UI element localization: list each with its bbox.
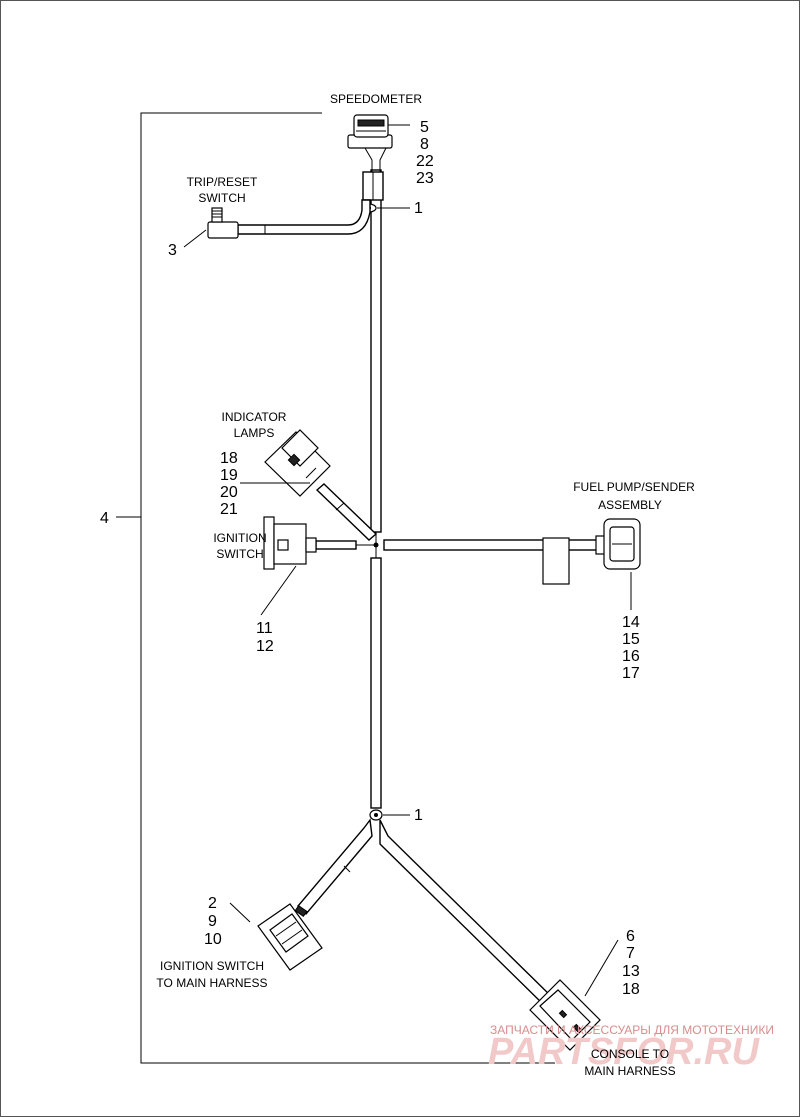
callout-console-3: 13 (622, 963, 640, 980)
label-trip-reset-2: SWITCH (198, 191, 245, 205)
label-console-1: CONSOLE TO (591, 1047, 669, 1061)
label-speedometer: SPEEDOMETER (330, 92, 422, 106)
ignition-switch-connector (263, 516, 317, 570)
trip-reset-switch (207, 207, 239, 239)
label-ign-main-1: IGNITION SWITCH (160, 959, 264, 973)
clip-bottom (369, 809, 383, 821)
ignition-branch-wire (315, 540, 357, 550)
callout-fuel-4: 17 (622, 665, 640, 682)
label-trip-reset-1: TRIP/RESET (187, 175, 258, 189)
callout-ign-main-2: 9 (208, 913, 217, 930)
fuel-pump-connector (595, 518, 641, 570)
callout-speedometer-3: 22 (416, 153, 434, 170)
callout-console-4: 18 (622, 981, 640, 998)
callout-fuel-1: 14 (622, 614, 640, 631)
watermark-logo: PARTSFOR.RU (488, 1031, 760, 1073)
callout-trip-reset: 3 (168, 242, 177, 259)
callout-speedometer-4: 23 (416, 170, 434, 187)
indicator-lamps-connector (264, 429, 331, 497)
main-trunk-lower (370, 557, 382, 809)
main-trunk-upper (370, 169, 382, 533)
callout-console-2: 7 (626, 945, 635, 962)
callout-clip-top: 1 (414, 200, 423, 217)
callout-indicator-2: 19 (220, 467, 238, 484)
ignition-main-connector (257, 903, 323, 971)
callout-ignition-1: 11 (256, 620, 273, 637)
label-ign-main-2: TO MAIN HARNESS (156, 976, 267, 990)
watermark-text: ЗАПЧАСТИ И АКСЕССУАРЫ ДЛЯ МОТОТЕХНИКИ (490, 1023, 774, 1037)
callout-fuel-2: 15 (622, 631, 640, 648)
callout-indicator-1: 18 (220, 450, 238, 467)
callout-harness: 4 (100, 510, 109, 527)
harness-bracket-line (140, 112, 555, 1064)
harness-junction (373, 542, 379, 548)
callout-console-1: 6 (626, 928, 635, 945)
callout-speedometer-1: 5 (420, 119, 429, 136)
callout-speedometer-2: 8 (420, 136, 429, 153)
label-console-2: MAIN HARNESS (584, 1064, 675, 1078)
ignition-main-branch-wire (297, 818, 373, 916)
console-branch-wire (379, 819, 556, 1009)
label-ignition-1: IGNITION (213, 531, 266, 545)
indicator-lamp-branch-wire (315, 483, 378, 541)
speedometer-connector (347, 114, 393, 149)
console-connector (529, 979, 601, 1051)
label-ignition-2: SWITCH (216, 547, 263, 561)
callout-ign-main-3: 10 (204, 931, 222, 948)
callout-clip-bottom: 1 (414, 807, 423, 824)
callout-indicator-4: 21 (220, 501, 238, 518)
callout-fuel-3: 16 (622, 648, 640, 665)
fuel-branch-tag (542, 537, 570, 585)
callout-ign-main-1: 2 (208, 895, 217, 912)
callout-ignition-2: 12 (256, 638, 274, 655)
trip-reset-branch-wire (237, 199, 371, 235)
label-fuel-2: ASSEMBLY (598, 498, 662, 512)
label-indicator-2: LAMPS (234, 426, 275, 440)
label-fuel-1: FUEL PUMP/SENDER (573, 480, 695, 494)
label-indicator-1: INDICATOR (222, 410, 287, 424)
fuel-pump-branch-wire (383, 539, 605, 551)
callout-indicator-3: 20 (220, 484, 238, 501)
